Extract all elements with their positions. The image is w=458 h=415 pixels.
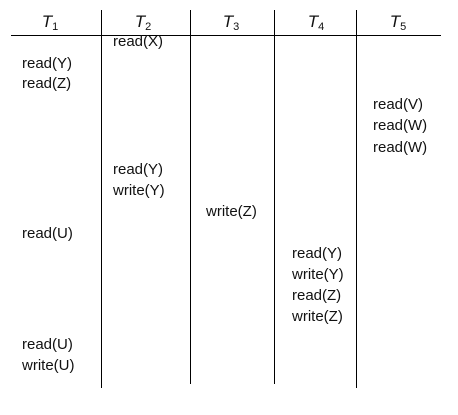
operation-t4: read(Z) <box>292 287 342 304</box>
column-header-t2: T2 <box>135 12 152 33</box>
column-header-t1: T1 <box>42 12 59 33</box>
operation-t5: read(W) <box>373 117 428 134</box>
header-variable: T <box>134 12 146 31</box>
header-subscript: 5 <box>400 21 407 33</box>
operation-t4: write(Y) <box>292 266 344 283</box>
column-header-t4: T4 <box>308 12 325 33</box>
operation-t5: read(V) <box>373 96 424 113</box>
column-divider <box>274 10 275 384</box>
column-header-t3: T3 <box>223 12 240 33</box>
header-subscript: 4 <box>318 21 325 33</box>
column-divider <box>356 10 357 388</box>
operation-t1: read(U) <box>22 225 73 242</box>
operation-t2: read(X) <box>113 33 164 50</box>
column-divider <box>101 10 102 388</box>
header-variable: T <box>389 12 401 31</box>
operation-t3: write(Z) <box>206 203 257 220</box>
operation-t2: read(Y) <box>113 161 164 178</box>
header-variable: T <box>41 12 53 31</box>
operation-t1: read(Y) <box>22 55 73 72</box>
header-rule <box>11 35 441 36</box>
operation-t5: read(W) <box>373 139 428 156</box>
header-subscript: 2 <box>145 21 152 33</box>
operation-t1: read(Z) <box>22 75 72 92</box>
operation-t2: write(Y) <box>113 182 165 199</box>
header-variable: T <box>222 12 234 31</box>
operation-t1: write(U) <box>22 357 75 374</box>
header-variable: T <box>307 12 319 31</box>
operation-t4: read(Y) <box>292 245 343 262</box>
column-header-t5: T5 <box>390 12 407 33</box>
operation-t4: write(Z) <box>292 308 343 325</box>
header-subscript: 1 <box>52 21 59 33</box>
operation-t1: read(U) <box>22 336 73 353</box>
column-divider <box>190 10 191 384</box>
header-subscript: 3 <box>233 21 240 33</box>
